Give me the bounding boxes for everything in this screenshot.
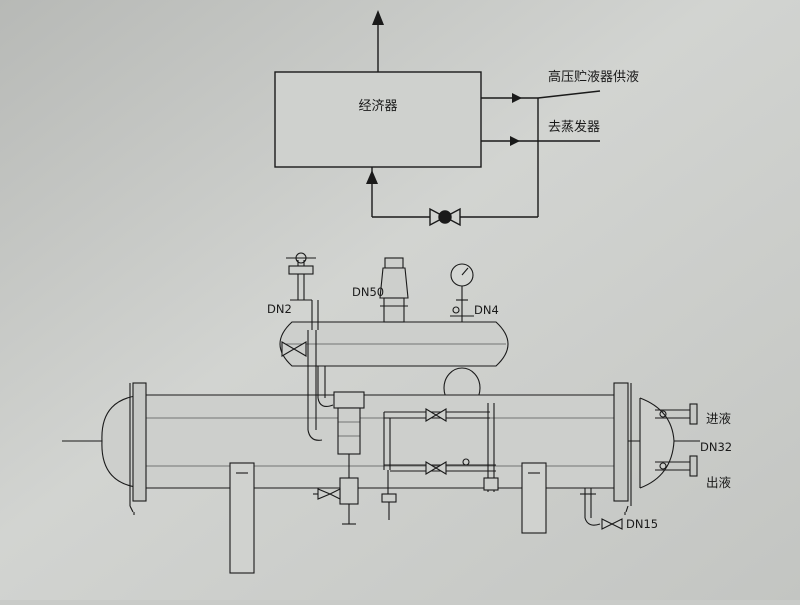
inlet-label: 进液 (706, 411, 732, 426)
dn2-valve-icon (281, 252, 316, 357)
left-flange (132, 382, 147, 502)
dn50-label: DN50 (352, 285, 384, 299)
dn4-label: DN4 (474, 303, 499, 317)
level-valve-assembly (313, 391, 365, 525)
economizer-box (274, 71, 482, 168)
dn32-label: DN32 (700, 440, 732, 454)
outlet-label: 出液 (706, 475, 732, 490)
inlet-nozzle-icon (655, 403, 698, 425)
expansion-valve-icon (429, 207, 461, 227)
top-outlet-arrow-icon (372, 10, 384, 25)
support-saddles (229, 462, 547, 574)
evaporator-arrow-icon (510, 136, 520, 146)
dn50-safety-valve-icon (379, 257, 409, 323)
supply-label: 高压贮液器供液 (548, 69, 639, 85)
pressure-gauge-icon (450, 263, 474, 322)
economizer-schematic (274, 10, 601, 227)
vertical-pipes (307, 300, 334, 441)
bypass-piping (381, 403, 499, 520)
dn15-drain-icon (580, 488, 623, 530)
outlet-nozzle-icon (655, 455, 698, 477)
vessel-assembly (62, 252, 700, 574)
right-flange (613, 382, 629, 502)
economizer-label: 经济器 (358, 99, 397, 114)
supply-line-ext (537, 90, 601, 99)
dn2-label: DN2 (267, 302, 292, 316)
return-arrow-icon (366, 170, 378, 184)
dn15-label: DN15 (626, 517, 658, 531)
evaporator-label: 去蒸发器 (548, 119, 600, 135)
supply-arrow-icon (512, 93, 522, 103)
